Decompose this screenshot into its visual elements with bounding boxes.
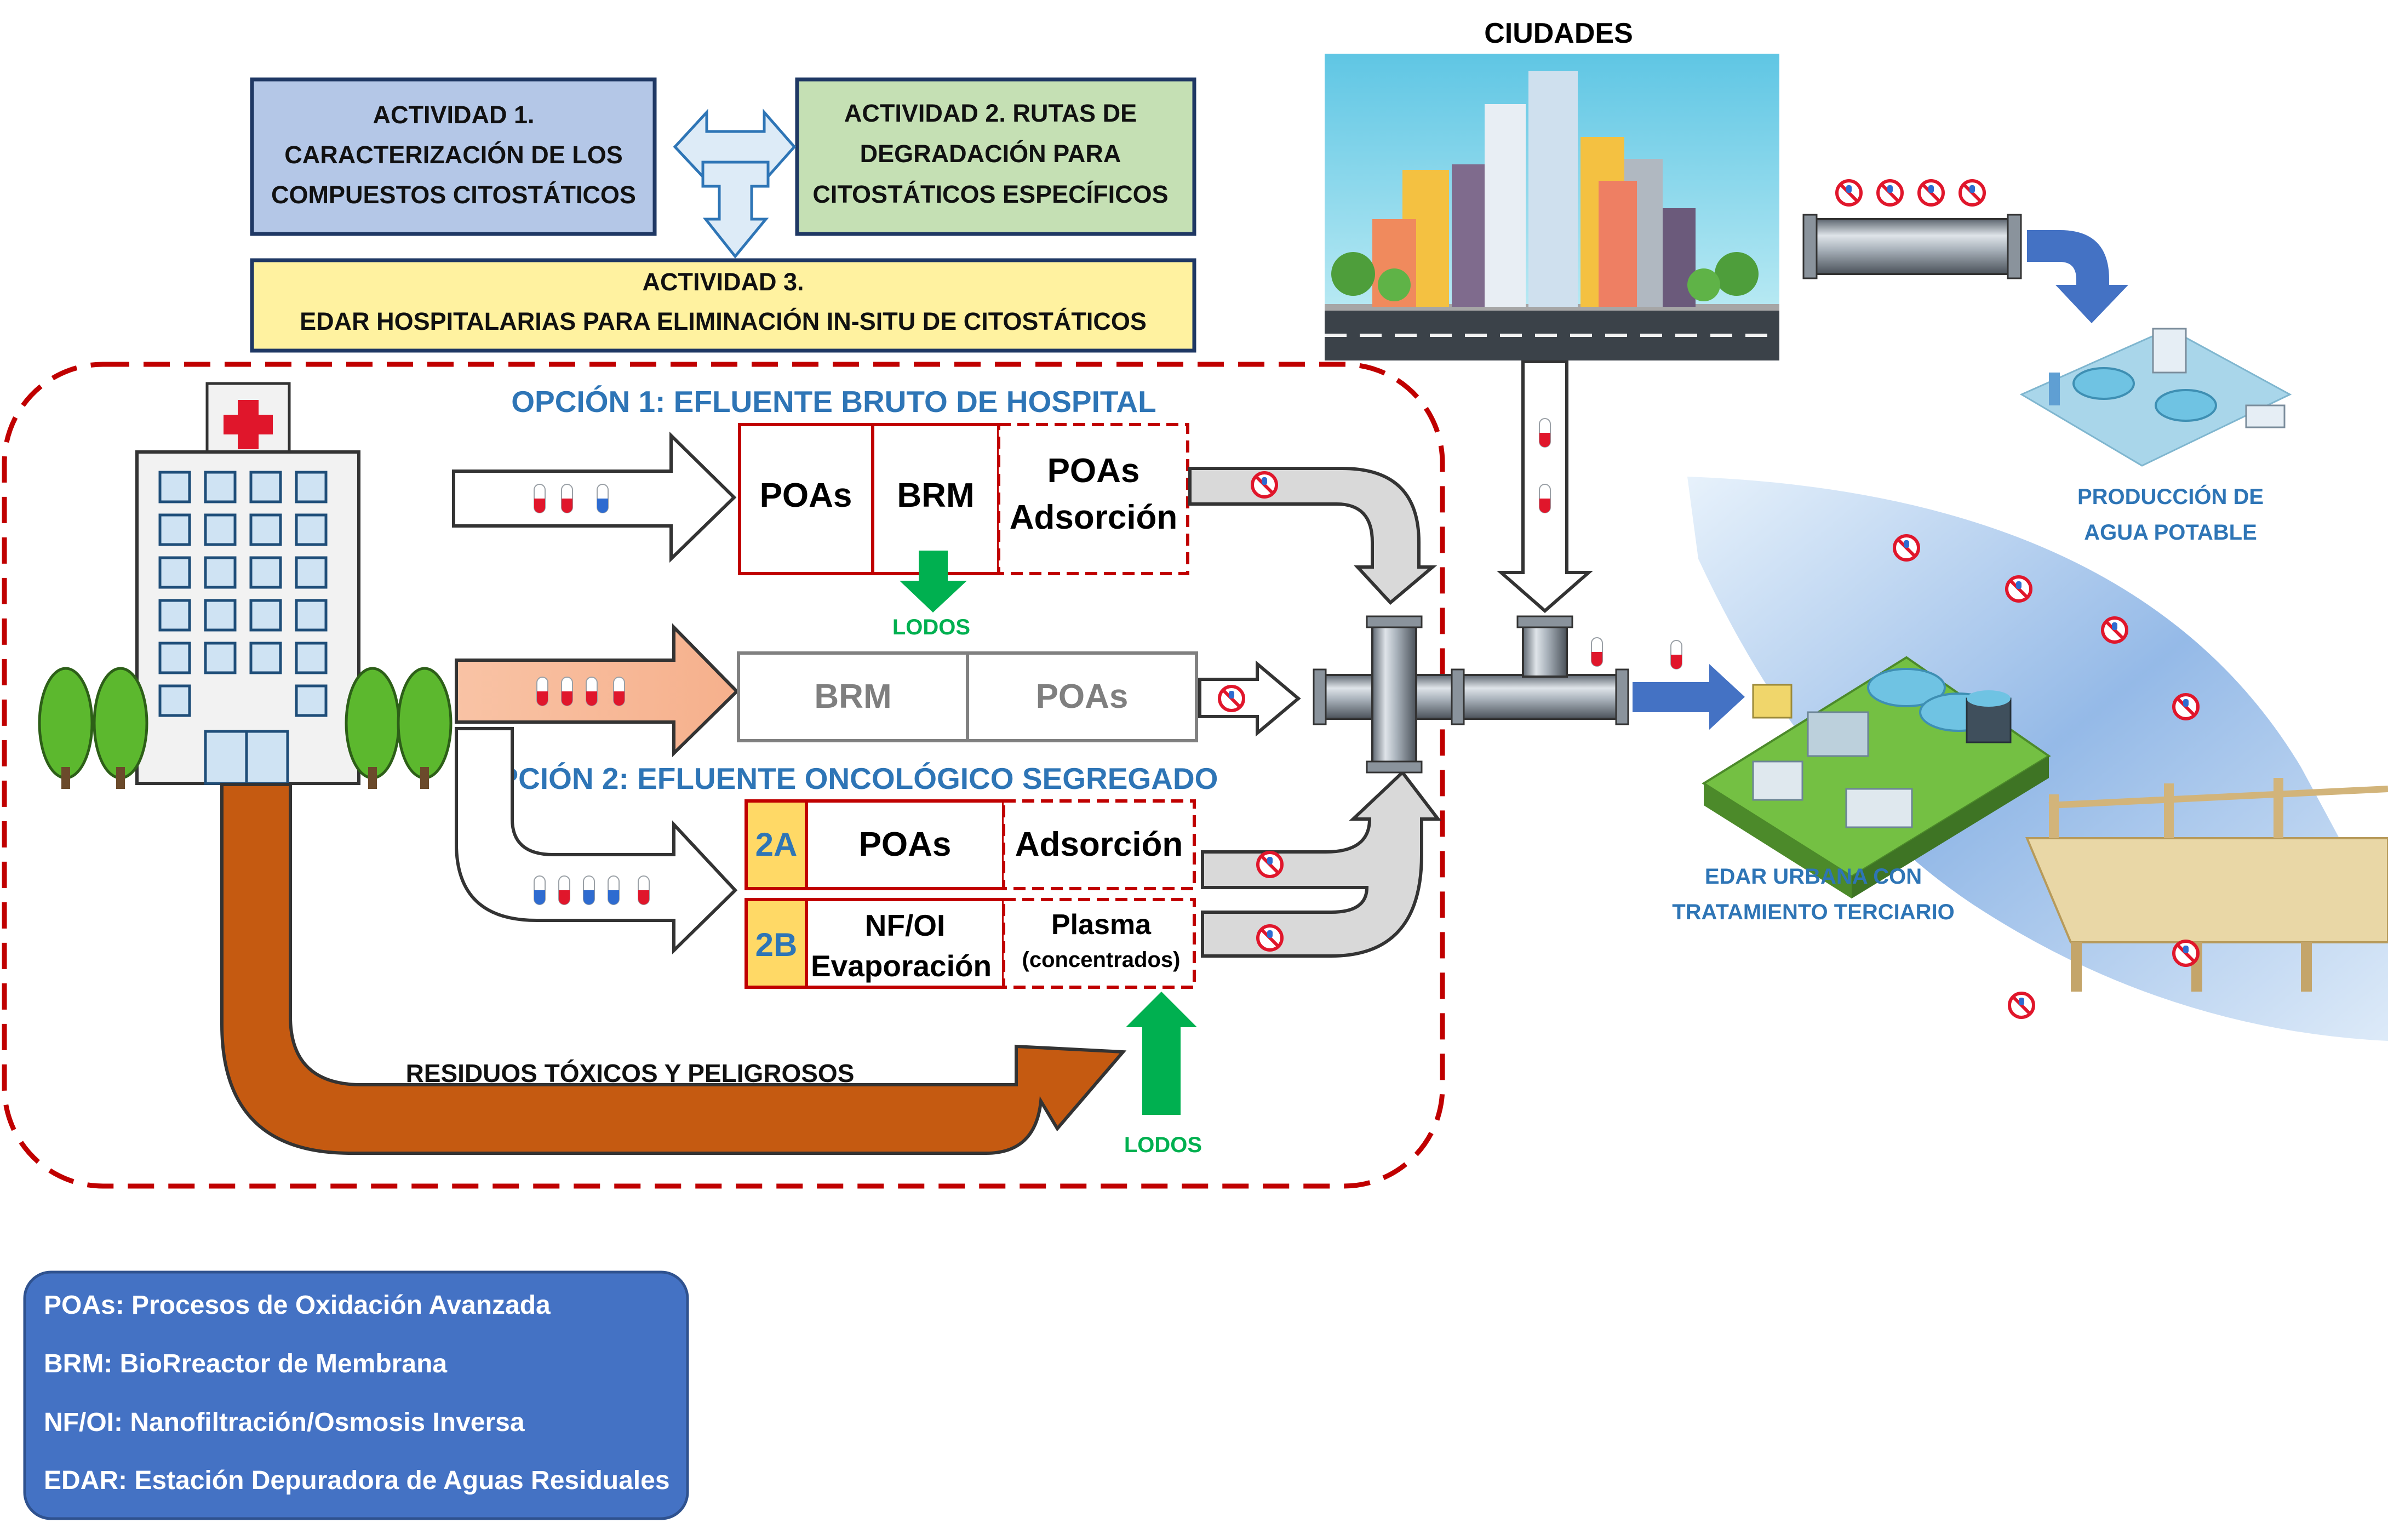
ciudades-label: CIUDADES [1484, 18, 1633, 49]
activity-2-line3: CITOSTÁTICOS ESPECÍFICOS [812, 180, 1168, 208]
urban-wwtp [1702, 656, 2051, 898]
produccion-label-line2: AGUA POTABLE [2084, 520, 2257, 545]
residuos-arrow [220, 783, 1127, 1155]
lodos-label-1: LODOS [892, 615, 970, 639]
legend-item-2: NF/OI: Nanofiltración/Osmosis Inversa [44, 1408, 525, 1437]
option1-row2: BRM POAs [737, 651, 1198, 742]
legend-item-1: BRM: BioRreactor de Membrana [44, 1349, 447, 1378]
drinking-water-plant [2019, 328, 2292, 467]
row2b-concentrados: (concentrados) [1022, 948, 1181, 972]
activity-3-box: ACTIVIDAD 3. EDAR HOSPITALARIAS PARA ELI… [250, 258, 1196, 353]
activity-2-line2: DEGRADACIÓN PARA [860, 140, 1121, 168]
output-arrow-option2 [1201, 770, 1442, 958]
activity-3-line2: EDAR HOSPITALARIAS PARA ELIMINACIÓN IN-S… [300, 307, 1147, 335]
row2b-evaporacion: Evaporación [811, 949, 992, 983]
activity-1-line1: ACTIVIDAD 1. [373, 101, 534, 129]
option-2-title: OPCIÓN 2: EFLUENTE ONCOLÓGICO SEGREGADO [475, 762, 1218, 795]
legend-item-0: POAs: Procesos de Oxidación Avanzada [44, 1291, 551, 1320]
potable-arrow [2027, 230, 2128, 323]
output-arrow-row2 [1198, 660, 1301, 737]
activity-2-box: ACTIVIDAD 2. RUTAS DE DEGRADACIÓN PARA C… [795, 77, 1196, 236]
trees [38, 667, 453, 789]
row1-adsorcion: Adsorción [1010, 499, 1178, 536]
option2-row2b: 2B NF/OI Evaporación Plasma (concentrado… [745, 898, 1196, 989]
row1-brm: BRM [897, 477, 974, 514]
row2b-nfoi: NF/OI [865, 908, 946, 942]
hospital-building [135, 382, 360, 785]
lodos-label-2: LODOS [1124, 1133, 1202, 1157]
legend-item-3: EDAR: Estación Depuradora de Aguas Resid… [44, 1466, 670, 1495]
lodos-arrow-1 [900, 551, 967, 612]
row2b-plasma: Plasma [1051, 909, 1152, 941]
lodos-arrow-2 [1126, 992, 1197, 1115]
tag-2a: 2A [755, 826, 798, 863]
option-1-title: OPCIÓN 1: EFLUENTE BRUTO DE HOSPITAL [511, 385, 1156, 419]
legend-box: POAs: Procesos de Oxidación Avanzada BRM… [23, 1270, 689, 1520]
activity-2-line1: ACTIVIDAD 2. RUTAS DE [844, 99, 1137, 127]
activity-1-line2: CARACTERIZACIÓN DE LOS [284, 141, 623, 169]
activity-1-line3: COMPUESTOS CITOSTÁTICOS [271, 181, 636, 209]
residuos-label: RESIDUOS TÓXICOS Y PELIGROSOS [406, 1059, 855, 1087]
row2-brm: BRM [814, 678, 891, 715]
produccion-label-line1: PRODUCCIÓN DE [2077, 484, 2264, 509]
pipe-junction [1313, 615, 1629, 774]
activity-3-line1: ACTIVIDAD 3. [642, 268, 804, 296]
row1-poas: POAs [760, 477, 852, 514]
drinking-water-pipe [1802, 214, 2022, 279]
row2a-adsorcion: Adsorción [1015, 826, 1183, 863]
row1-poas2: POAs [1047, 452, 1140, 490]
hospital-boundary [2, 362, 1445, 1189]
dock [2025, 778, 2388, 992]
city-illustration [1325, 54, 1779, 360]
edar-label-line2: TRATAMIENTO TERCIARIO [1672, 900, 1955, 924]
tag-2b: 2B [755, 926, 798, 963]
output-arrow-row1 [1188, 467, 1438, 605]
input-arrow-option2 [455, 727, 738, 955]
edar-label-line1: EDAR URBANA CON [1705, 865, 1922, 889]
option1-row1: POAs BRM POAs Adsorción [738, 423, 1189, 575]
input-arrow-option1 [452, 431, 737, 563]
activity-1-box: ACTIVIDAD 1. CARACTERIZACIÓN DE LOS COMP… [250, 77, 657, 236]
row2a-poas: POAs [859, 826, 952, 863]
row2-poas: POAs [1036, 678, 1129, 715]
edar-arrow [1633, 664, 1745, 730]
option2-row2a: 2A POAs Adsorción [745, 799, 1196, 890]
activity-link-arrows [673, 108, 797, 259]
